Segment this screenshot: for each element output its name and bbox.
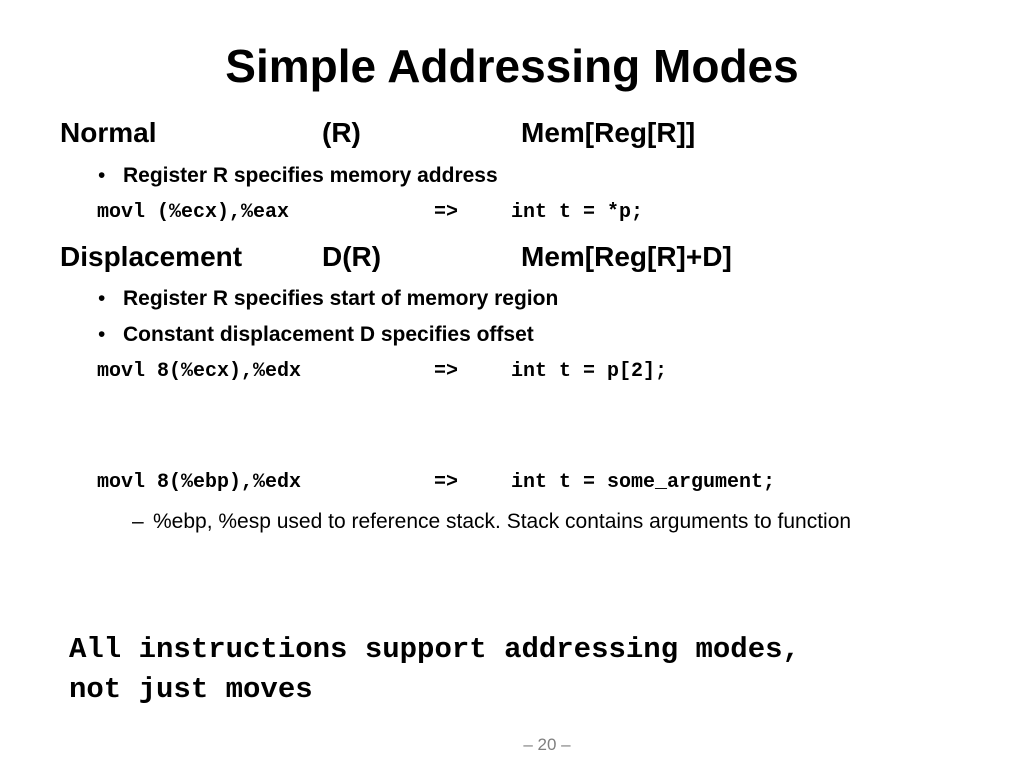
mode-semantics: Mem[Reg[R]+D]	[521, 241, 732, 272]
mode-name: Displacement	[60, 241, 243, 272]
arrow: =>	[434, 471, 459, 494]
mode-name: Normal	[60, 117, 157, 148]
c-equivalent: int t = p[2];	[511, 360, 668, 383]
asm-instruction: movl 8(%ebp),%edx	[97, 471, 302, 494]
dash-icon: –	[132, 510, 144, 533]
bullet-text: Constant displacement D specifies offset	[123, 323, 534, 346]
asm-instruction: movl 8(%ecx),%edx	[97, 360, 302, 383]
bullet-text: Register R specifies start of memory reg…	[123, 287, 559, 310]
sub-bullet-text: %ebp, %esp used to reference stack. Stac…	[153, 510, 852, 533]
c-equivalent: int t = some_argument;	[511, 471, 776, 494]
slide-title: Simple Addressing Modes	[225, 40, 799, 92]
summary-note: All instructions support addressing mode…	[69, 633, 800, 706]
asm-instruction: movl (%ecx),%eax	[97, 201, 290, 224]
arrow: =>	[434, 201, 459, 224]
mode-syntax: D(R)	[322, 241, 382, 272]
bullet-icon: •	[98, 164, 106, 187]
bullet-icon: •	[98, 323, 106, 346]
arrow: =>	[434, 360, 459, 383]
bullet-text: Register R specifies memory address	[123, 164, 498, 187]
c-equivalent: int t = *p;	[511, 201, 644, 224]
sub-bullet-note: – %ebp, %esp used to reference stack. St…	[132, 508, 932, 535]
mode-syntax: (R)	[322, 117, 361, 148]
page-number: – 20 –	[523, 735, 571, 754]
mode-semantics: Mem[Reg[R]]	[521, 117, 696, 148]
bullet-icon: •	[98, 287, 106, 310]
